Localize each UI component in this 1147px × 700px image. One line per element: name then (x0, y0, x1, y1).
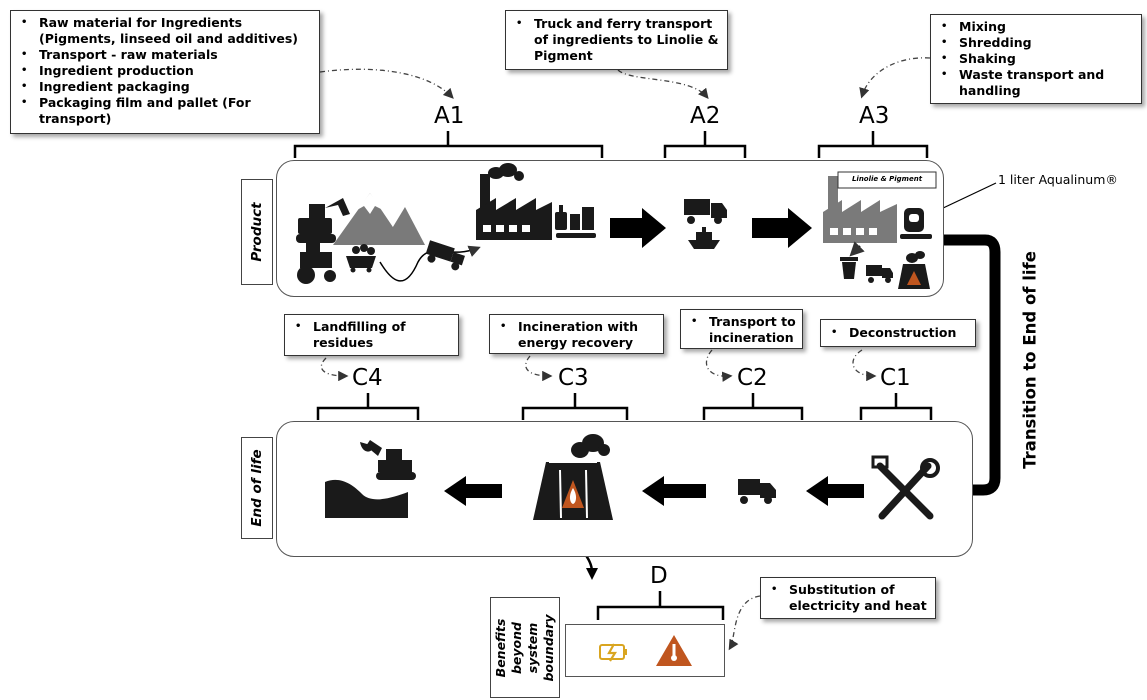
tractor-icon (297, 243, 336, 284)
connector-a3 (859, 57, 931, 99)
note-a1-item: Transport - raw materials (11, 47, 315, 63)
bracket-c3 (521, 393, 629, 420)
note-a3-item: Mixing (931, 19, 1137, 35)
connector-a1 (319, 68, 454, 99)
connector-c3 (525, 355, 553, 382)
waste-truck-icon (866, 265, 893, 283)
stage-a1: A1 (434, 103, 465, 129)
note-d: Substitution of electricity and heat (760, 577, 936, 619)
arrow-c2-to-c3 (642, 476, 706, 506)
product-callout: 1 liter Aqualinum® (998, 172, 1118, 187)
truck-icon (684, 199, 727, 224)
note-c1-item: Deconstruction (821, 325, 971, 341)
bracket-c2 (702, 393, 804, 420)
road-curve (379, 245, 481, 282)
stage-c2: C2 (737, 365, 768, 391)
note-a1-item: Ingredient production (11, 63, 315, 79)
stage-a2: A2 (690, 103, 721, 129)
arrow-c3-to-c4 (444, 476, 502, 506)
tools-icon (871, 455, 940, 520)
dump-truck-icon (425, 240, 465, 271)
stage-c1: C1 (880, 365, 911, 391)
bracket-a2 (663, 131, 747, 158)
ferry-icon (688, 227, 720, 249)
connector-c2 (705, 349, 733, 382)
arrow-a2-to-a3 (752, 208, 812, 248)
bracket-c4 (316, 393, 420, 420)
stage-c3: C3 (558, 365, 589, 391)
note-a3: Mixing Shredding Shaking Waste transport… (930, 14, 1142, 104)
factory-tag-box (837, 171, 937, 189)
product-side-label: Product (241, 179, 273, 285)
incinerator-icon (533, 434, 613, 520)
benefit-arrowhead (586, 568, 598, 580)
note-c4-item: Landfilling of residues (285, 319, 454, 351)
arrow-a1-to-a2 (610, 208, 666, 248)
waste-arrow (849, 241, 865, 257)
excavator-icon (296, 198, 350, 243)
factory-grey-icon (823, 176, 897, 243)
connector-c1 (852, 349, 877, 382)
arrow-c1-to-c2 (806, 476, 864, 506)
note-d-item: Substitution of electricity and heat (761, 582, 931, 614)
note-a3-item: Shredding (931, 35, 1137, 51)
note-a2: Truck and ferry transport of ingredients… (505, 10, 728, 70)
note-a1: Raw material for Ingredients (Pigments, … (10, 10, 320, 134)
truck-c2-icon (738, 479, 776, 504)
incinerator-small-icon (898, 251, 930, 289)
note-c3-item: Incineration with energy recovery (490, 319, 659, 351)
stage-d: D (650, 563, 668, 589)
transition-arrow (943, 234, 1001, 496)
transition-label: Transition to End of life (1020, 251, 1040, 469)
bracket-a3 (817, 131, 929, 158)
landfill-icon (325, 440, 416, 518)
connector-c4 (320, 357, 349, 382)
note-a3-item: Waste transport and handling (931, 67, 1137, 99)
stage-a3: A3 (859, 103, 890, 129)
ingredients-conveyor-icon (555, 205, 596, 242)
note-c2: Transport to incineration (680, 309, 803, 349)
factory-icon (476, 163, 552, 240)
battery-charging-icon (599, 643, 627, 662)
note-a1-item: Ingredient packaging (11, 79, 315, 95)
note-c3: Incineration with energy recovery (489, 314, 664, 354)
mine-cart-icon (346, 244, 376, 273)
mountain-icon (333, 193, 425, 245)
bracket-d (596, 591, 725, 620)
benefits-side-label: Benefits beyond system boundary (490, 597, 560, 698)
note-a3-item: Shaking (931, 51, 1137, 67)
factory-tag: Linolie & Pigment (851, 175, 923, 183)
note-a2-item: Truck and ferry transport of ingredients… (506, 16, 719, 64)
stage-c4: C4 (352, 365, 383, 391)
bracket-a1 (293, 131, 604, 158)
end-of-life-side-label: End of life (241, 437, 273, 539)
benefits-panel (565, 624, 725, 677)
note-a1-item: Packaging film and pallet (For transport… (11, 95, 315, 127)
connector-a2 (617, 69, 709, 100)
note-c1: Deconstruction (820, 319, 976, 347)
bracket-c1 (859, 393, 933, 420)
note-a1-item: Raw material for Ingredients (Pigments, … (11, 15, 315, 47)
trash-bin-icon (840, 257, 858, 279)
paint-bucket-icon (900, 208, 932, 239)
note-c4: Landfilling of residues (284, 314, 459, 356)
note-c2-item: Transport to incineration (681, 314, 798, 346)
heat-warning-icon (656, 635, 692, 666)
connector-d (728, 595, 761, 651)
